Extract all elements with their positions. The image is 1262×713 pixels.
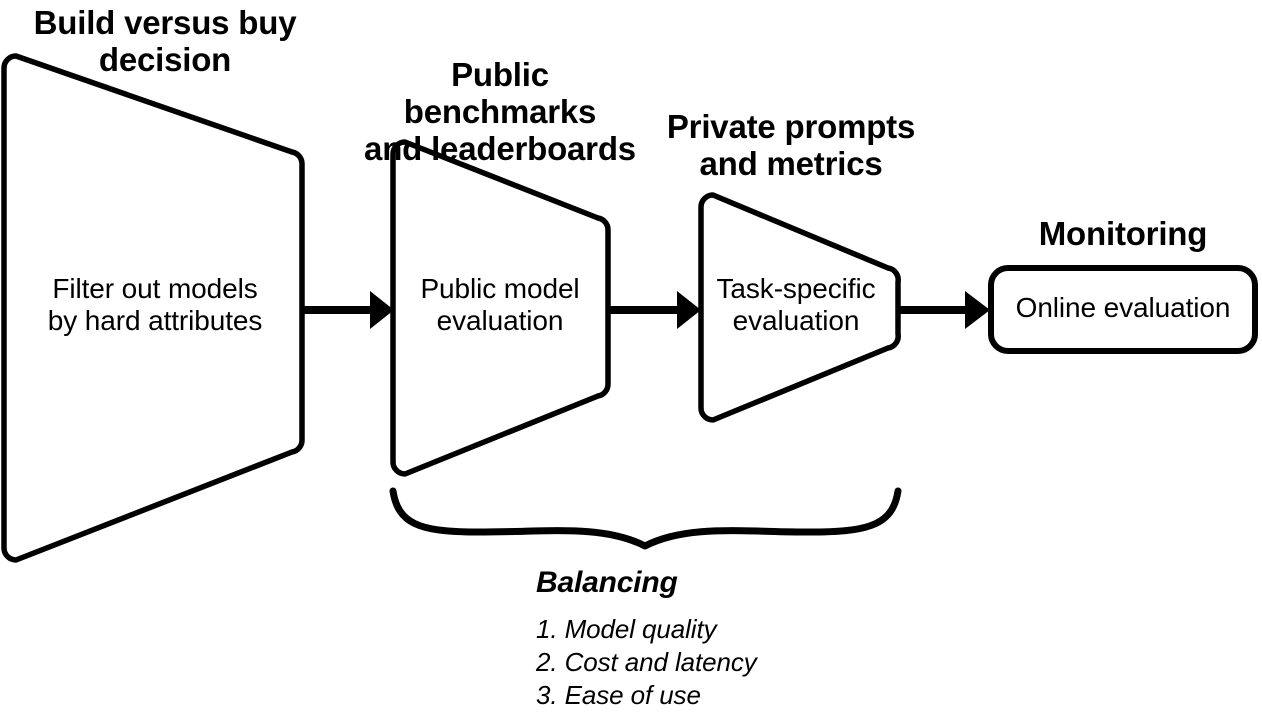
stage-body-private-prompts: Task-specific evaluation — [716, 273, 876, 336]
funnel-shape-private-prompts — [698, 192, 901, 423]
arrow-1 — [300, 291, 394, 329]
balancing-heading: Balancing — [536, 566, 678, 599]
stage-body-build-versus-buy: Filter out models by hard attributes — [47, 273, 263, 336]
balancing-item-3: 3. Ease of use — [536, 680, 701, 710]
stage-body-monitoring: Online evaluation — [1015, 292, 1231, 323]
balancing-item-1: 1. Model quality — [536, 614, 717, 644]
balancing-brace-icon — [389, 487, 902, 550]
stage-title-private-prompts: Private prompts and metrics — [666, 108, 916, 182]
balancing-item-2: 2. Cost and latency — [536, 647, 757, 677]
stage-title-build-versus-buy: Build versus buy decision — [33, 4, 297, 78]
stage-title-public-benchmarks: Public benchmarks and leaderboards — [364, 56, 636, 167]
arrow-3 — [897, 291, 990, 329]
funnel-shape-public-benchmarks — [390, 139, 611, 477]
stage-title-monitoring: Monitoring — [1038, 215, 1208, 252]
arrow-2 — [607, 291, 701, 329]
funnel-shape-build-versus-buy — [1, 53, 305, 563]
stage-body-public-benchmarks: Public model evaluation — [420, 273, 580, 336]
rounded-box-monitoring — [988, 265, 1258, 354]
